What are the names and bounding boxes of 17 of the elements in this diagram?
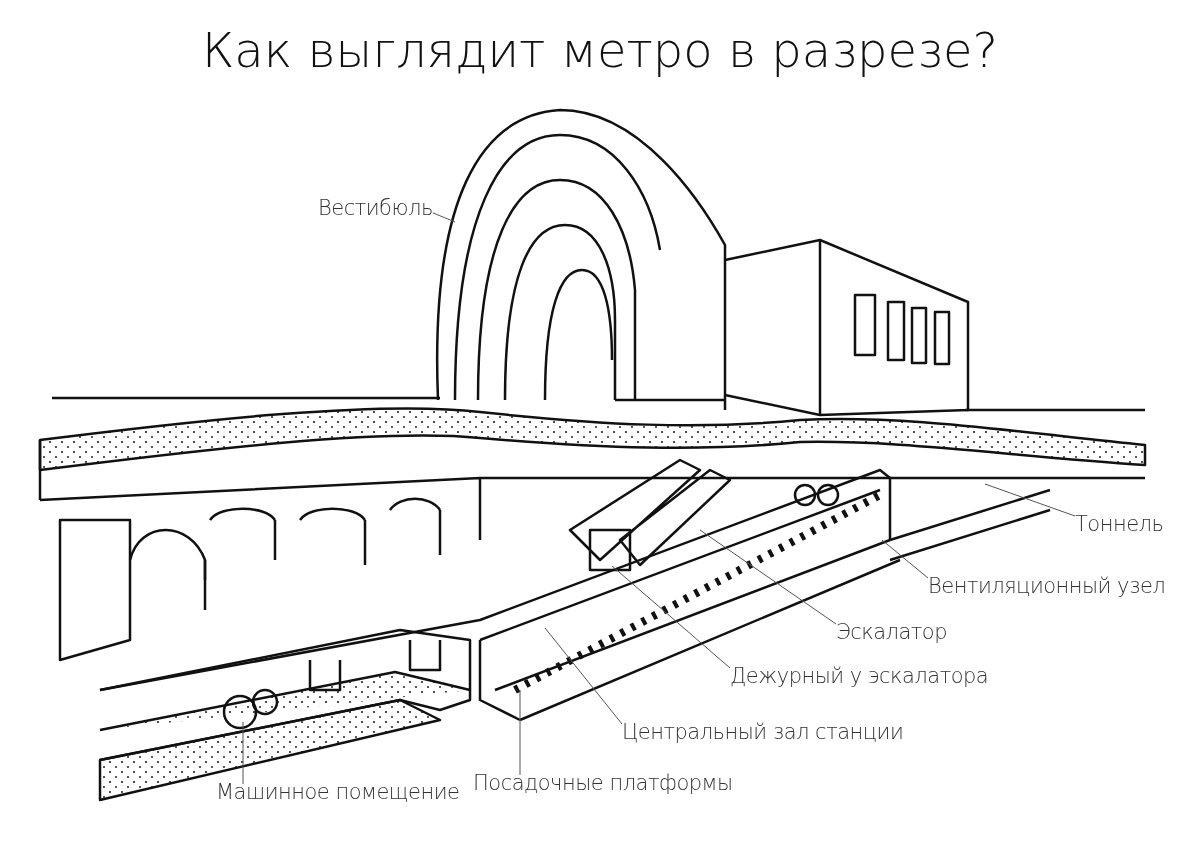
part-label: Тоннель [1075, 512, 1164, 536]
part-label: Дежурный у эскалатора [730, 664, 989, 688]
leader-line [611, 565, 731, 669]
part-label: Центральный зал станции [622, 720, 904, 744]
leader-line [544, 627, 623, 725]
leader-line [984, 483, 1076, 517]
leader-line [881, 539, 929, 579]
part-label: Вентиляционный узел [928, 574, 1166, 598]
leader-line [432, 212, 456, 223]
part-label: Эскалатор [836, 620, 948, 644]
leader-line [519, 689, 521, 776]
part-label: Машинное помещение [216, 780, 460, 804]
part-label: Посадочные платформы [473, 771, 733, 795]
leader-line [242, 721, 244, 785]
title: Как выглядит метро в разрезе? [200, 22, 1000, 78]
leader-line [699, 529, 837, 625]
part-label: Вестибюль [318, 196, 433, 220]
